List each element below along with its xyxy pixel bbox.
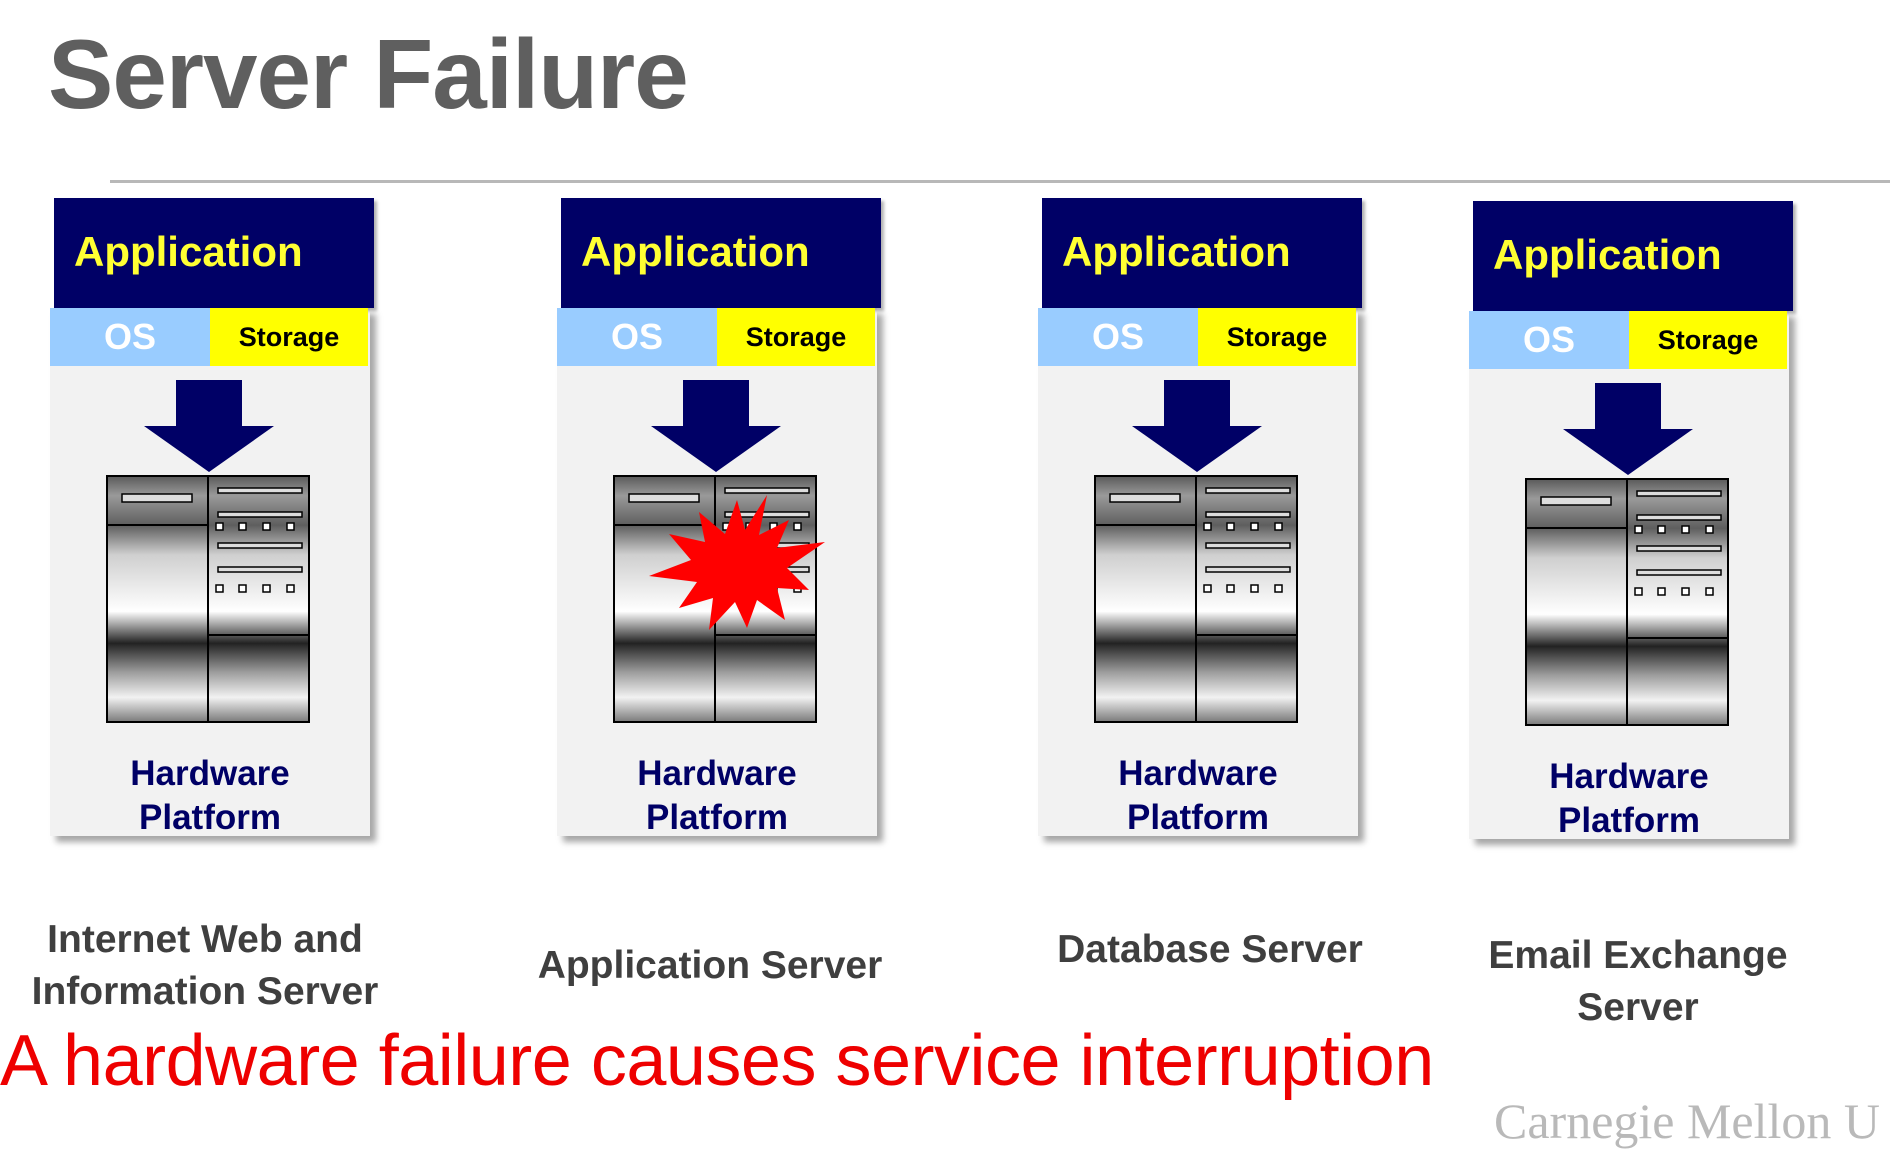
application-layer: Application [561,198,881,308]
down-arrow-icon [144,380,274,472]
os-layer: OS [1038,308,1198,366]
hardware-platform-label: Hardware Platform [637,754,797,837]
server-stack-application: Application OS Storage Hardware Platform [557,198,882,837]
application-layer: Application [1042,198,1362,308]
title-divider [110,180,1890,183]
explosion-icon [649,495,825,630]
down-arrow-icon [1132,380,1262,472]
down-arrow-icon [651,380,781,472]
hardware-platform-label: Hardware Platform [1549,757,1709,840]
application-label: Application [74,228,303,275]
application-label: Application [1062,228,1291,275]
server-caption-database: Database Server [1057,928,1363,971]
storage-layer: Storage [210,308,368,366]
server-caption-email: Email Exchange Server [1488,934,1788,1029]
application-label: Application [1493,231,1722,278]
server-stack-email: Application OS Storage Hardware Platform [1469,201,1794,840]
server-stack-database: Application OS Storage Hardware Platform [1038,198,1363,837]
failure-statement: A hardware failure causes service interr… [0,1021,1434,1101]
application-label: Application [581,228,810,275]
os-layer: OS [50,308,210,366]
server-rack-icon [1094,475,1298,723]
slide-title: Server Failure [48,19,689,129]
server-caption-web: Internet Web and Information Server [31,918,379,1013]
server-rack-icon [106,475,310,723]
server-rack-icon [1525,478,1729,726]
os-layer: OS [557,308,717,366]
server-caption-application: Application Server [537,944,883,987]
application-layer: Application [1473,201,1793,311]
down-arrow-icon [1563,383,1693,475]
server-stack-web: Application OS Storage Hardware Platform [50,198,375,837]
hardware-platform-label: Hardware Platform [130,754,290,837]
storage-layer: Storage [1198,308,1356,366]
storage-layer: Storage [1629,311,1787,369]
os-layer: OS [1469,311,1629,369]
hardware-platform-label: Hardware Platform [1118,754,1278,837]
application-layer: Application [54,198,374,308]
storage-layer: Storage [717,308,875,366]
university-logo: Carnegie Mellon U [1494,1093,1881,1149]
